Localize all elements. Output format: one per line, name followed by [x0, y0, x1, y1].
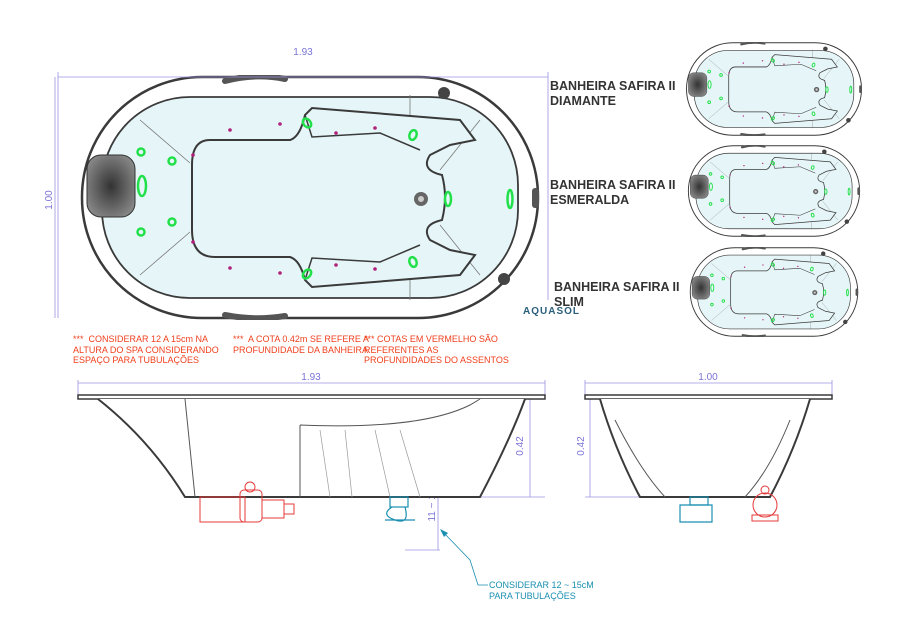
- side-view: [77, 394, 546, 523]
- end-depth-label: 0.42: [576, 436, 587, 456]
- side-depth-label: 0.42: [515, 436, 526, 456]
- side-length-label: 1.93: [301, 372, 321, 383]
- thumb-slim: [689, 247, 860, 337]
- width-label: 1.00: [44, 190, 55, 210]
- pipe-leader-arrow: [442, 531, 488, 586]
- thumb-diamante: [685, 42, 863, 136]
- end-width-label: 1.00: [698, 372, 718, 383]
- length-label: 1.93: [293, 47, 313, 58]
- dimension-lines: [54, 72, 833, 551]
- end-view: [584, 394, 833, 523]
- arrow-head: [440, 529, 448, 537]
- main-top-view: [82, 76, 539, 318]
- aquasol-logo: AQUASOL: [523, 306, 580, 317]
- thumb-esmeralda: [687, 145, 862, 237]
